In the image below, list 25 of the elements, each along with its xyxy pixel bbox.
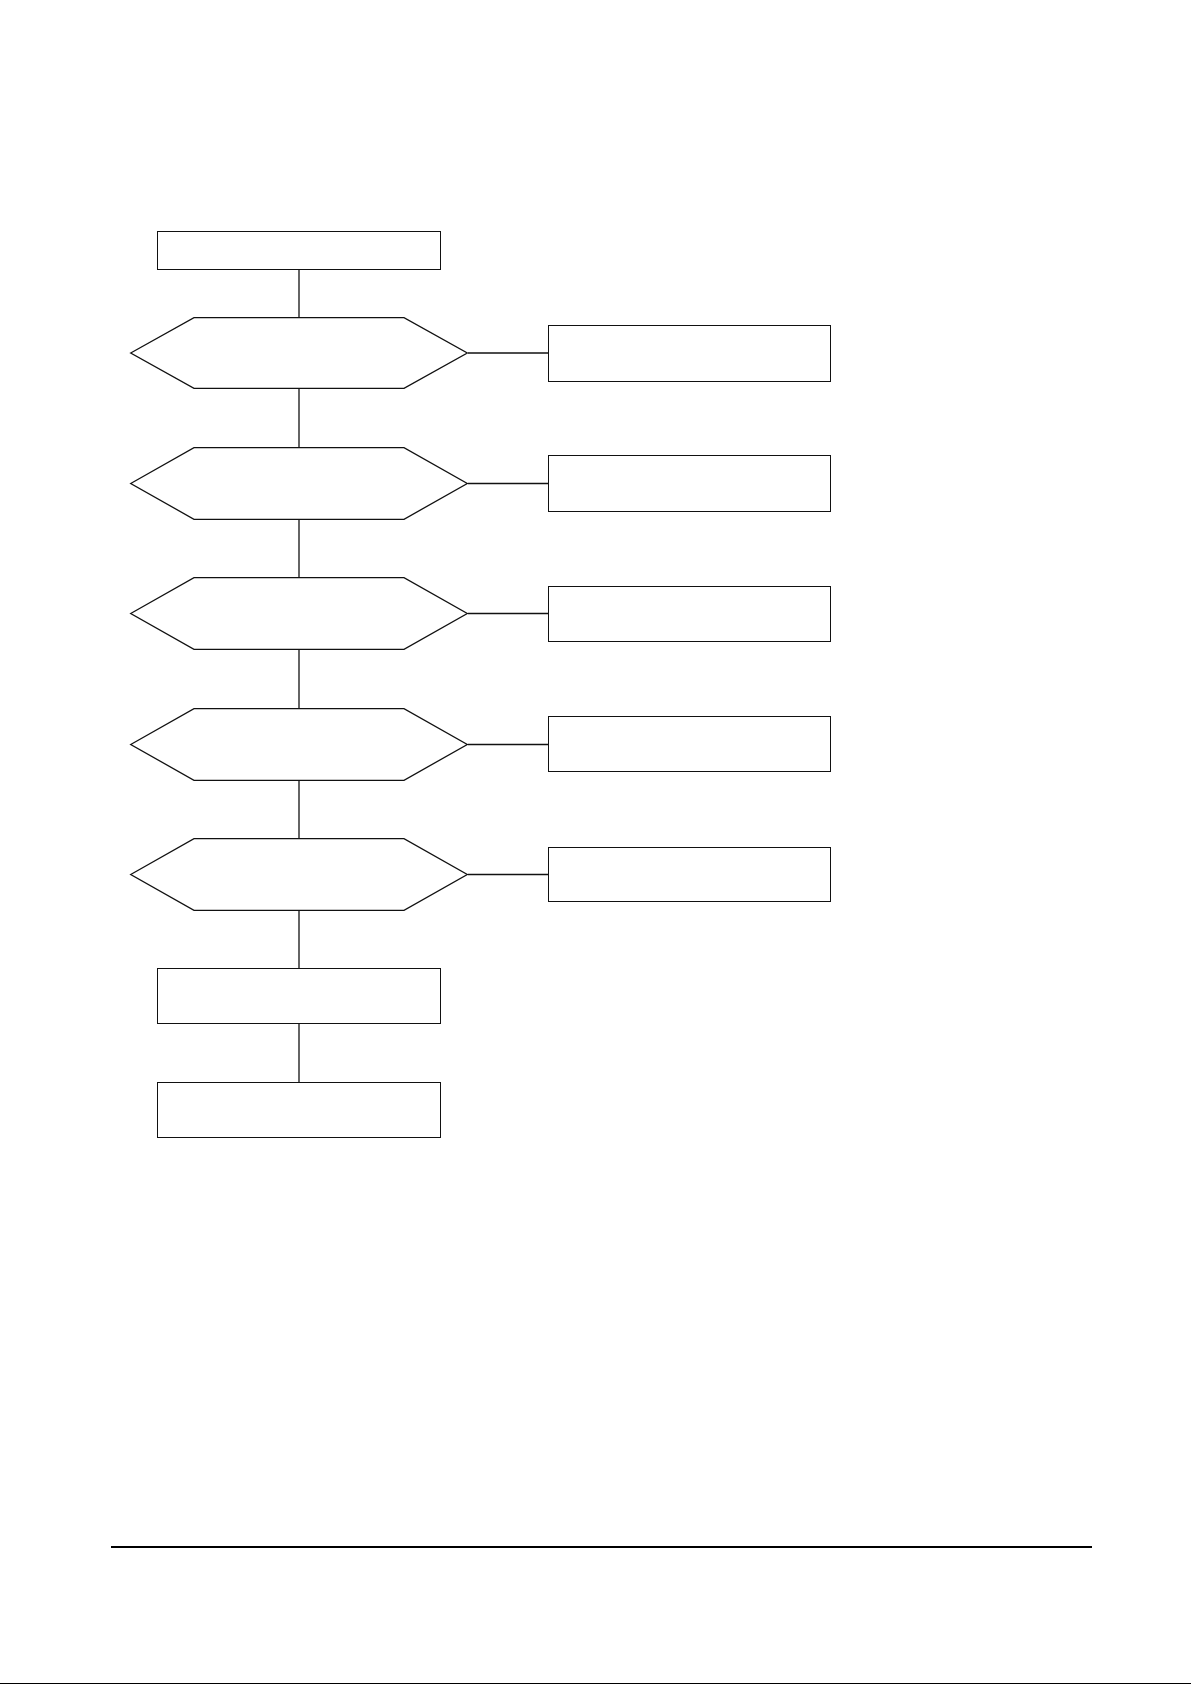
decision-hexagon xyxy=(130,317,468,389)
connector-line xyxy=(298,649,300,709)
process-box xyxy=(548,325,831,382)
connector-line xyxy=(467,873,549,876)
connector-line xyxy=(467,352,549,354)
connector-line xyxy=(467,482,549,485)
process-box xyxy=(548,455,831,512)
decision-hexagon xyxy=(130,577,468,650)
process-box xyxy=(157,968,441,1024)
process-box xyxy=(548,847,831,902)
connector-line xyxy=(467,612,549,615)
decision-hexagon xyxy=(130,447,468,520)
connector-line xyxy=(298,388,300,448)
connector-line xyxy=(298,780,300,839)
process-box xyxy=(157,1082,441,1138)
decision-hexagon xyxy=(130,708,468,781)
process-box xyxy=(157,231,441,270)
process-box xyxy=(548,586,831,642)
process-box xyxy=(548,716,831,772)
connector-line xyxy=(298,519,300,578)
connector-line xyxy=(298,269,300,318)
decision-hexagon xyxy=(130,838,468,911)
connector-line xyxy=(298,1023,300,1083)
connector-line xyxy=(298,910,300,969)
connector-line xyxy=(467,743,549,746)
